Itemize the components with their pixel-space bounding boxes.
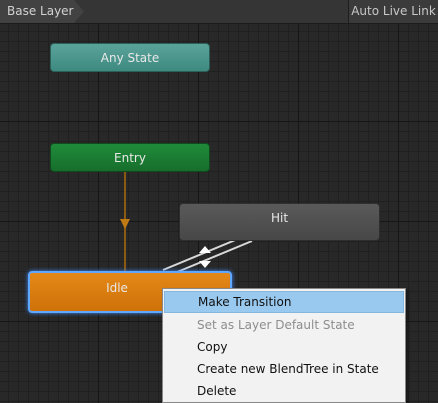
state-entry[interactable]: Entry xyxy=(50,143,210,172)
state-label: Any State xyxy=(100,50,160,65)
state-any-state[interactable]: Any State xyxy=(50,43,210,72)
breadcrumb-base-layer[interactable]: Base Layer xyxy=(0,0,84,23)
state-hit[interactable]: Hit xyxy=(179,203,380,241)
menu-item-set-default-state: Set as Layer Default State xyxy=(197,318,355,332)
context-menu: Make Transition Set as Layer Default Sta… xyxy=(162,288,406,403)
state-label: Idle xyxy=(106,281,128,295)
state-label: Hit xyxy=(270,211,289,225)
animator-toolbar: Base Layer Auto Live Link xyxy=(0,0,438,24)
menu-item-delete[interactable]: Delete xyxy=(197,384,237,398)
menu-item-create-blendtree[interactable]: Create new BlendTree in State xyxy=(197,362,379,376)
auto-live-link-button[interactable]: Auto Live Link xyxy=(348,0,438,23)
menu-item-make-transition[interactable]: Make Transition xyxy=(164,291,404,313)
menu-item-copy[interactable]: Copy xyxy=(197,340,228,354)
state-label: Entry xyxy=(114,150,146,165)
